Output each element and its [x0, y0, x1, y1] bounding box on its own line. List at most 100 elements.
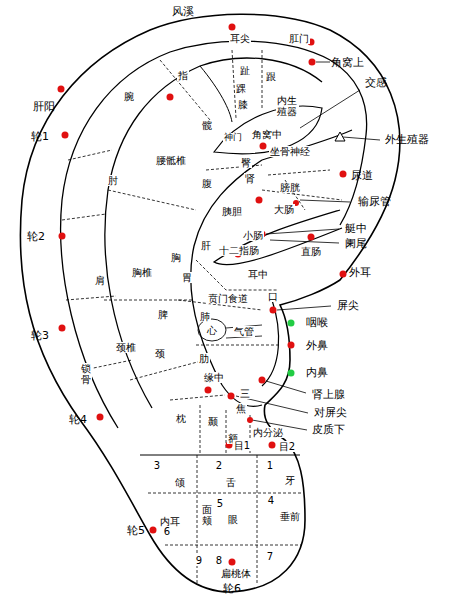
- callout-label: 轮4: [68, 414, 88, 426]
- ear-point-label: 5: [216, 498, 224, 509]
- ear-point-label: 直肠: [300, 246, 322, 257]
- ear-point-label: 踝: [235, 83, 247, 94]
- ear-point-label: 3: [153, 460, 161, 471]
- ear-point-label: 腹: [201, 178, 213, 189]
- ear-point-label: 胃: [181, 272, 193, 283]
- ear-point-label: 缘中: [203, 372, 225, 383]
- ear-point-label: 耳中: [247, 269, 269, 280]
- ear-point-label: 臀: [240, 157, 252, 168]
- ear-point-label: 神门: [223, 133, 243, 143]
- ear-point-label: 肩: [94, 275, 106, 286]
- callout-label: 轮3: [30, 330, 50, 342]
- ear-point-label: 目2: [278, 441, 296, 452]
- callout-label: 输尿管: [357, 196, 392, 208]
- callout-label: 轮5: [126, 525, 146, 537]
- ear-point-label: 颈椎: [115, 342, 137, 353]
- ear-point-label: 坐骨神经: [269, 146, 311, 157]
- ear-point-label: 腕: [123, 91, 135, 102]
- ear-point-label: 贲门食道: [207, 293, 249, 304]
- ear-point-label: 肛门: [288, 33, 310, 44]
- helix-crus: [214, 210, 342, 265]
- trachea-outline: [226, 325, 262, 338]
- ear-point-label: 腰骶椎: [155, 155, 187, 166]
- superior-crus: [200, 66, 232, 122]
- ear-point-label: 内生殖器: [276, 95, 299, 117]
- antihelix-outer-line: [105, 58, 322, 408]
- ear-point-label: 2: [215, 460, 223, 471]
- region-dividers: [62, 50, 342, 585]
- ear-point-label: 小肠: [242, 230, 264, 241]
- ear-point-label: 肘: [107, 175, 119, 186]
- callout-label: 肝阳: [32, 101, 56, 113]
- ear-point-label: 心: [206, 325, 218, 336]
- ear-point-label: 颞: [207, 416, 219, 427]
- ear-point-label: 大肠: [273, 204, 295, 215]
- ear-point-label: 三: [239, 388, 251, 399]
- green-points: [288, 320, 295, 377]
- ear-point-label: 面颊: [201, 504, 213, 526]
- callout-label: 轮6: [222, 583, 242, 595]
- ear-point-label: 颌: [174, 477, 186, 488]
- ear-point-label: 口: [267, 291, 279, 302]
- tragus-inner: [262, 300, 279, 386]
- callout-label: 外生殖器: [384, 134, 430, 146]
- ear-point-label: 肝: [200, 240, 212, 251]
- ear-point-label: 脾: [157, 309, 169, 320]
- callout-label: 轮2: [26, 231, 46, 243]
- ear-point-label: 肋: [198, 353, 210, 364]
- helix-inner-line: [61, 41, 367, 428]
- ear-point-label: 耳尖: [229, 33, 251, 44]
- ear-point-label: 牙: [284, 475, 296, 486]
- ear-point-label: 枕: [175, 413, 187, 424]
- ear-point-label: 目1: [233, 440, 251, 451]
- ear-point-label: 6: [163, 526, 171, 537]
- ear-point-label: 跟: [265, 71, 277, 82]
- ear-point-label: 胸: [170, 252, 182, 263]
- red-points: [58, 24, 347, 566]
- ear-point-label: 焦: [235, 403, 247, 414]
- callout-label: 轮1: [30, 131, 50, 143]
- ear-point-label: 颈: [154, 348, 166, 359]
- callout-label: 艇中: [344, 223, 368, 235]
- triangle-marker: [335, 132, 345, 141]
- ear-point-label: 1: [266, 460, 274, 471]
- callout-label: 角窝上: [330, 57, 365, 69]
- ear-point-label: 锁骨: [80, 363, 92, 385]
- callout-label: 阑尾: [344, 238, 368, 250]
- callout-label: 咽喉: [305, 317, 329, 329]
- callout-label: 皮质下: [311, 424, 346, 436]
- callout-label: 风溪: [171, 6, 195, 18]
- ear-point-label: 9: [195, 555, 203, 566]
- ear-point-label: 内分泌: [252, 427, 284, 438]
- ear-point-label: 7: [266, 551, 274, 562]
- ear-point-label: 4: [267, 495, 275, 506]
- ear-outline: [20, 14, 399, 592]
- ear-point-label: 趾: [239, 65, 251, 76]
- ear-point-label: 舌: [225, 477, 237, 488]
- heart-outline: [198, 319, 226, 341]
- ear-point-label: 胸椎: [131, 267, 153, 278]
- ear-point-label: 角窝中: [251, 129, 283, 140]
- ear-point-label: 髋: [201, 120, 213, 131]
- callout-label: 外鼻: [305, 340, 329, 352]
- ear-point-label: 眼: [227, 514, 239, 525]
- ear-point-label: 扁桃体: [220, 568, 252, 579]
- ear-point-label: 肺: [199, 311, 211, 322]
- callout-label: 屏尖: [336, 300, 360, 312]
- callout-label: 对屏尖: [313, 407, 348, 419]
- callout-label: 交感: [364, 77, 388, 89]
- ear-point-label: 垂前: [279, 511, 301, 522]
- ear-point-label: 气管: [233, 326, 255, 337]
- ear-point-label: 肾: [244, 173, 256, 184]
- lobe-top: [140, 455, 300, 456]
- ear-point-label: 8: [215, 555, 223, 566]
- ear-point-label: 膀胱: [279, 182, 301, 193]
- callout-label: 内鼻: [305, 367, 329, 379]
- callout-label: 肾上腺: [311, 389, 346, 401]
- callout-label: 外耳: [348, 267, 372, 279]
- ear-point-label: 胰胆: [221, 206, 243, 217]
- ear-point-label: 十二指肠: [218, 245, 260, 256]
- ear-point-label: 指: [177, 70, 189, 81]
- callout-label: 尿道: [350, 170, 374, 182]
- ear-point-label: 膝: [237, 99, 249, 110]
